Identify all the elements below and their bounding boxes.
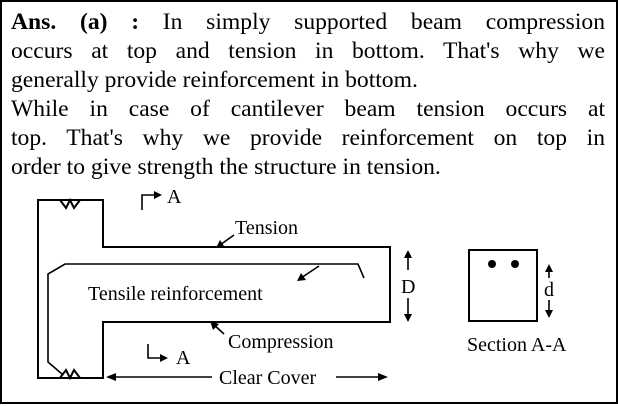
section-depth-bottom-head (545, 310, 553, 318)
depth-label: D (401, 276, 415, 298)
section-mark-bottom-label: A (176, 347, 191, 369)
tension-arrow-head (216, 240, 224, 248)
section-depth-top-head (545, 264, 553, 272)
section-box (468, 249, 538, 322)
compression-arrow-head (210, 321, 219, 330)
answer-paragraph: Ans. (a) : In simply supported beam comp… (11, 8, 605, 182)
reinforcement-label: Tensile reinforcement (88, 283, 263, 305)
compression-label: Compression (228, 331, 334, 353)
section-bar-left (488, 260, 496, 268)
depth-dimension-top-head (404, 250, 412, 258)
answer-line-6: order to give strength the structure in … (11, 154, 441, 180)
reinforcement-arrow-head (297, 273, 306, 281)
section-depth-label: d (544, 279, 554, 301)
reinforcement-bar (47, 263, 365, 375)
depth-dimension-bottom-head (404, 314, 412, 322)
clear-cover-left-head (106, 373, 116, 381)
cantilever-diagram: A Tension Tensile reinforcement Compress… (37, 186, 567, 389)
section-mark-top-head (154, 191, 162, 199)
clear-cover-label: Clear Cover (219, 367, 317, 389)
answer-line-2: occurs at top and tension in bottom. Tha… (11, 38, 605, 64)
answer-line-1: Ans. (a) : In simply supported beam comp… (11, 8, 605, 37)
reinforcement-arrow (300, 265, 320, 279)
beam-outline (37, 199, 391, 379)
section-mark-top-label: A (167, 186, 182, 208)
answer-line-5: top. That's why we provide reinforcement… (11, 125, 605, 151)
answer-line-4: While in case of cantilever beam tension… (11, 96, 605, 122)
tension-arrow (219, 234, 235, 246)
section-bar-right (511, 260, 519, 268)
column-break-top (59, 197, 81, 210)
tension-label: Tension (235, 217, 298, 239)
answer-line-3: generally provide reinforcement in botto… (11, 67, 418, 93)
section-caption: Section A-A (467, 334, 567, 356)
answer-line-1-text: In simply supported beam compression (162, 9, 605, 35)
section-mark-bottom-head (160, 354, 168, 362)
column-break-bottom (59, 368, 81, 381)
answer-label: Ans. (a) : (11, 9, 140, 35)
clear-cover-right-head (378, 373, 388, 381)
